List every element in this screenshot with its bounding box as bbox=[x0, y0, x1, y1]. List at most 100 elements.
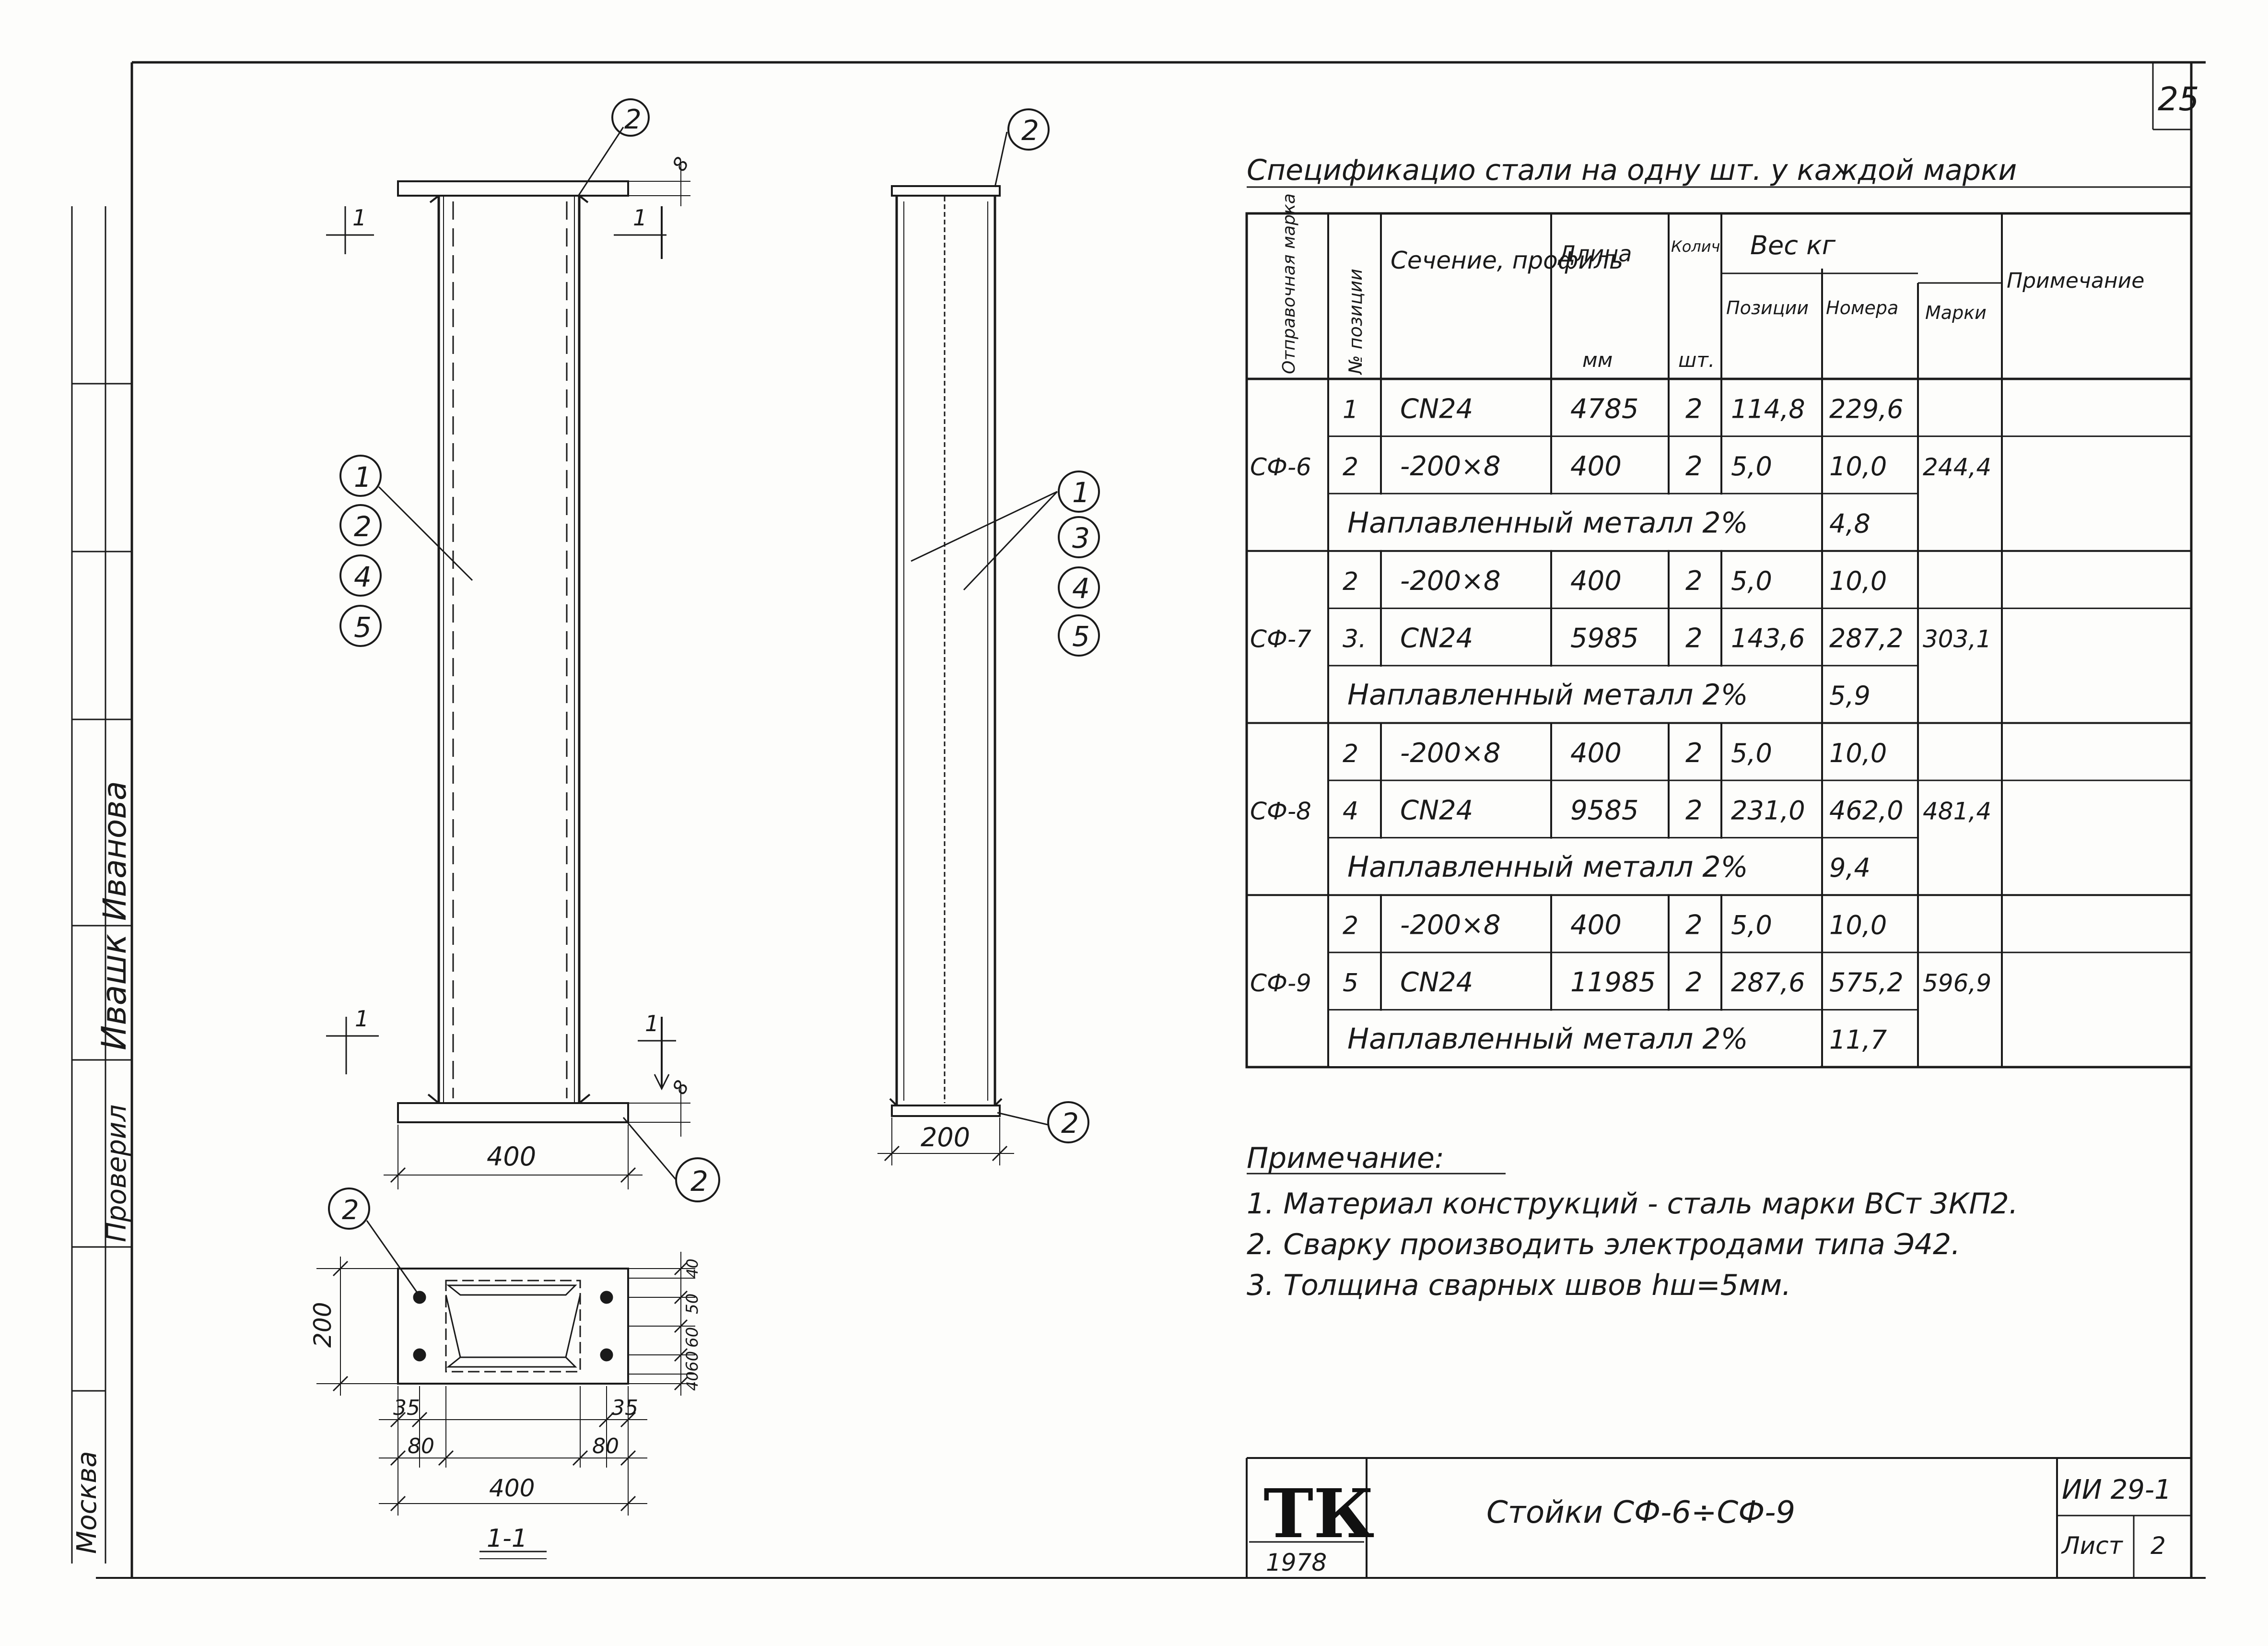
spec-cell-weight-pos: 5,0 bbox=[1731, 910, 1772, 941]
dim-section-edge-right: 35 bbox=[611, 1396, 638, 1420]
spec-cell-length: 400 bbox=[1570, 910, 1622, 941]
stamp-logo: ТК bbox=[1263, 1475, 1375, 1553]
spec-cell-pos: 2 bbox=[1343, 912, 1358, 941]
spec-cell-mark-total: 481,4 bbox=[1923, 797, 1991, 825]
spec-cell-length: 400 bbox=[1570, 565, 1622, 597]
callout-mid-bottom-plate: 2 bbox=[1061, 1107, 1079, 1140]
spec-cell-qty: 2 bbox=[1685, 451, 1703, 482]
stamp-sheet-label: Лист bbox=[2061, 1532, 2124, 1560]
spec-cell-weight-num: 10,0 bbox=[1829, 566, 1887, 596]
spec-cell-section: -200×8 bbox=[1400, 451, 1501, 482]
spec-cell-weight-pos: 143,6 bbox=[1731, 623, 1805, 654]
spec-cell-section: CN24 bbox=[1400, 393, 1473, 424]
spec-cell-section: CN24 bbox=[1400, 795, 1473, 826]
dim-section-height: 200 bbox=[309, 1302, 337, 1348]
callout-left-5: 5 bbox=[354, 611, 372, 644]
spec-cell-mark: СФ-6 bbox=[1250, 453, 1311, 481]
spec-header-length: Длина bbox=[1557, 241, 1632, 267]
spec-cell-weight-pos: 114,8 bbox=[1731, 394, 1805, 424]
section-title: 1-1 bbox=[487, 1524, 527, 1553]
stamp-sheet-no: 2 bbox=[2151, 1532, 2166, 1560]
spec-weld-row-merge bbox=[1330, 1011, 1820, 1066]
callout-section-plate-circle bbox=[328, 1187, 370, 1230]
callout-left-2: 2 bbox=[354, 510, 372, 543]
dim-base-width-mid: 200 bbox=[921, 1122, 970, 1152]
dim-bottom-plate-thickness: 8 bbox=[668, 1077, 694, 1098]
spec-cell-section: CN24 bbox=[1400, 623, 1473, 654]
spec-cell-weld-label: Наплавленный металл 2% bbox=[1347, 678, 1748, 712]
spec-header-note: Примечание bbox=[2007, 269, 2144, 293]
callouts-left bbox=[339, 98, 720, 1202]
note-3: 3. Толщина сварных швов hш=5мм. bbox=[1247, 1269, 1791, 1302]
spec-header-w-mark: Марки bbox=[1925, 302, 1987, 323]
spec-cell-qty: 2 bbox=[1685, 623, 1703, 654]
spec-cell-length: 400 bbox=[1570, 738, 1622, 769]
callouts-right bbox=[1007, 108, 1100, 1143]
spec-cell-qty: 2 bbox=[1685, 795, 1703, 826]
spec-cell-section: -200×8 bbox=[1400, 738, 1501, 769]
spec-cell-mark: СФ-7 bbox=[1250, 625, 1311, 653]
spec-cell-mark: СФ-8 bbox=[1250, 797, 1311, 825]
dim-section-width: 400 bbox=[489, 1474, 535, 1502]
spec-cell-weld-label: Наплавленный металл 2% bbox=[1347, 1023, 1748, 1056]
spec-cell-weld-weight: 4,8 bbox=[1829, 508, 1871, 539]
side-signature: Ивашк bbox=[94, 934, 134, 1050]
callout-left-1: 1 bbox=[354, 461, 372, 494]
spec-cell-length: 400 bbox=[1570, 451, 1622, 482]
dim-section-bolt-left: 80 bbox=[408, 1434, 434, 1458]
dim-section-right-c: 60 bbox=[683, 1351, 702, 1372]
dim-base-width-left: 400 bbox=[487, 1141, 536, 1172]
dim-section-right-b: 50 bbox=[683, 1293, 702, 1314]
stamp-title: Стойки СФ-6÷СФ-9 bbox=[1486, 1495, 1795, 1530]
spec-cell-mark: СФ-9 bbox=[1250, 969, 1311, 997]
page-number: 25 bbox=[2158, 81, 2199, 118]
section-mark-bottom-left: 1 bbox=[355, 1006, 369, 1032]
spec-cell-weight-pos: 287,6 bbox=[1731, 967, 1805, 998]
stamp-code: ИИ 29-1 bbox=[2062, 1474, 2172, 1505]
spec-row-lines bbox=[1247, 435, 2191, 1011]
callout-top-plate: 2 bbox=[624, 104, 642, 135]
spec-cell-weld-label: Наплавленный металл 2% bbox=[1347, 506, 1748, 540]
spec-cell-pos: 3. bbox=[1343, 625, 1367, 654]
column-elevation-1 bbox=[326, 127, 690, 1189]
side-name-moscow: Москва bbox=[71, 1451, 103, 1554]
callout-section-plate: 2 bbox=[342, 1195, 359, 1226]
spec-header-w-pos: Позиции bbox=[1726, 297, 1809, 318]
callout-right-5: 5 bbox=[1072, 620, 1090, 653]
dim-section-bolt-right: 80 bbox=[592, 1434, 619, 1458]
side-check-label: Проверил bbox=[101, 1105, 132, 1242]
spec-cell-length: 5985 bbox=[1570, 623, 1639, 654]
dim-section-right-a: 60 bbox=[683, 1327, 702, 1348]
spec-cell-pos: 5 bbox=[1343, 969, 1358, 998]
callout-right-4: 4 bbox=[1072, 572, 1090, 605]
note-2: 2. Сварку производить электродами типа Э… bbox=[1247, 1228, 1960, 1261]
callout-left-4: 4 bbox=[354, 561, 372, 593]
spec-cell-weight-num: 10,0 bbox=[1829, 738, 1887, 768]
section-mark-top-right: 1 bbox=[633, 205, 647, 231]
side-stamp bbox=[71, 206, 132, 1564]
spec-cell-weight-num: 10,0 bbox=[1829, 910, 1887, 941]
dim-section-edge-left: 35 bbox=[393, 1396, 420, 1420]
spec-header-weight: Вес кг bbox=[1750, 230, 1836, 260]
stamp-year: 1978 bbox=[1266, 1549, 1327, 1576]
spec-title: Спецификацио стали на одну шт. у каждой … bbox=[1247, 153, 2017, 187]
dim-top-plate-thickness: 8 bbox=[668, 153, 694, 175]
dim-section-right-d: 40 bbox=[683, 1258, 701, 1278]
spec-cell-pos: 4 bbox=[1343, 797, 1358, 825]
spec-cell-weight-pos: 5,0 bbox=[1731, 566, 1772, 596]
spec-cell-section: CN24 bbox=[1400, 967, 1473, 998]
spec-cell-qty: 2 bbox=[1685, 910, 1703, 941]
spec-header-section: Сечение, профиль bbox=[1391, 247, 1623, 274]
spec-header-qty-unit: шт. bbox=[1678, 348, 1715, 372]
spec-cell-weight-num: 462,0 bbox=[1829, 795, 1904, 825]
spec-cell-weight-pos: 5,0 bbox=[1731, 738, 1772, 768]
spec-cell-qty: 2 bbox=[1685, 393, 1703, 424]
spec-header-length-unit: мм bbox=[1582, 348, 1613, 372]
dim-section-right-e: 40 bbox=[683, 1371, 701, 1391]
spec-cell-pos: 1 bbox=[1343, 395, 1358, 424]
spec-header-qty: Колич bbox=[1671, 237, 1720, 256]
spec-cell-weld-weight: 5,9 bbox=[1829, 681, 1871, 711]
spec-cell-qty: 2 bbox=[1685, 967, 1703, 998]
